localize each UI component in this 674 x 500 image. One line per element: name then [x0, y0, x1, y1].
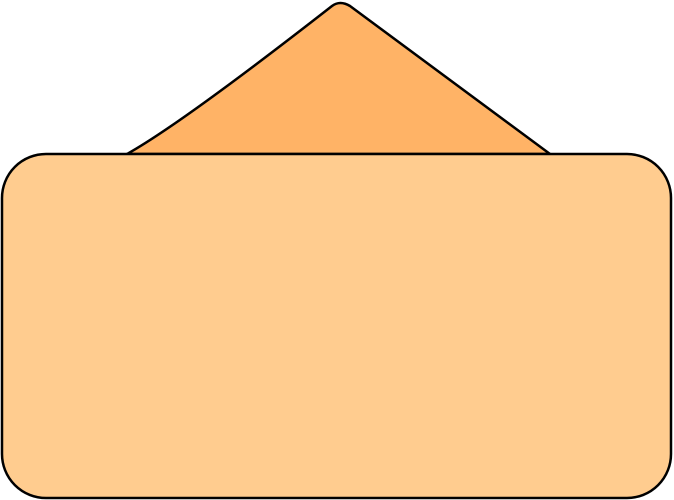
rounded-rectangle-shape	[0, 152, 673, 500]
triangle-shape	[125, 1, 552, 156]
